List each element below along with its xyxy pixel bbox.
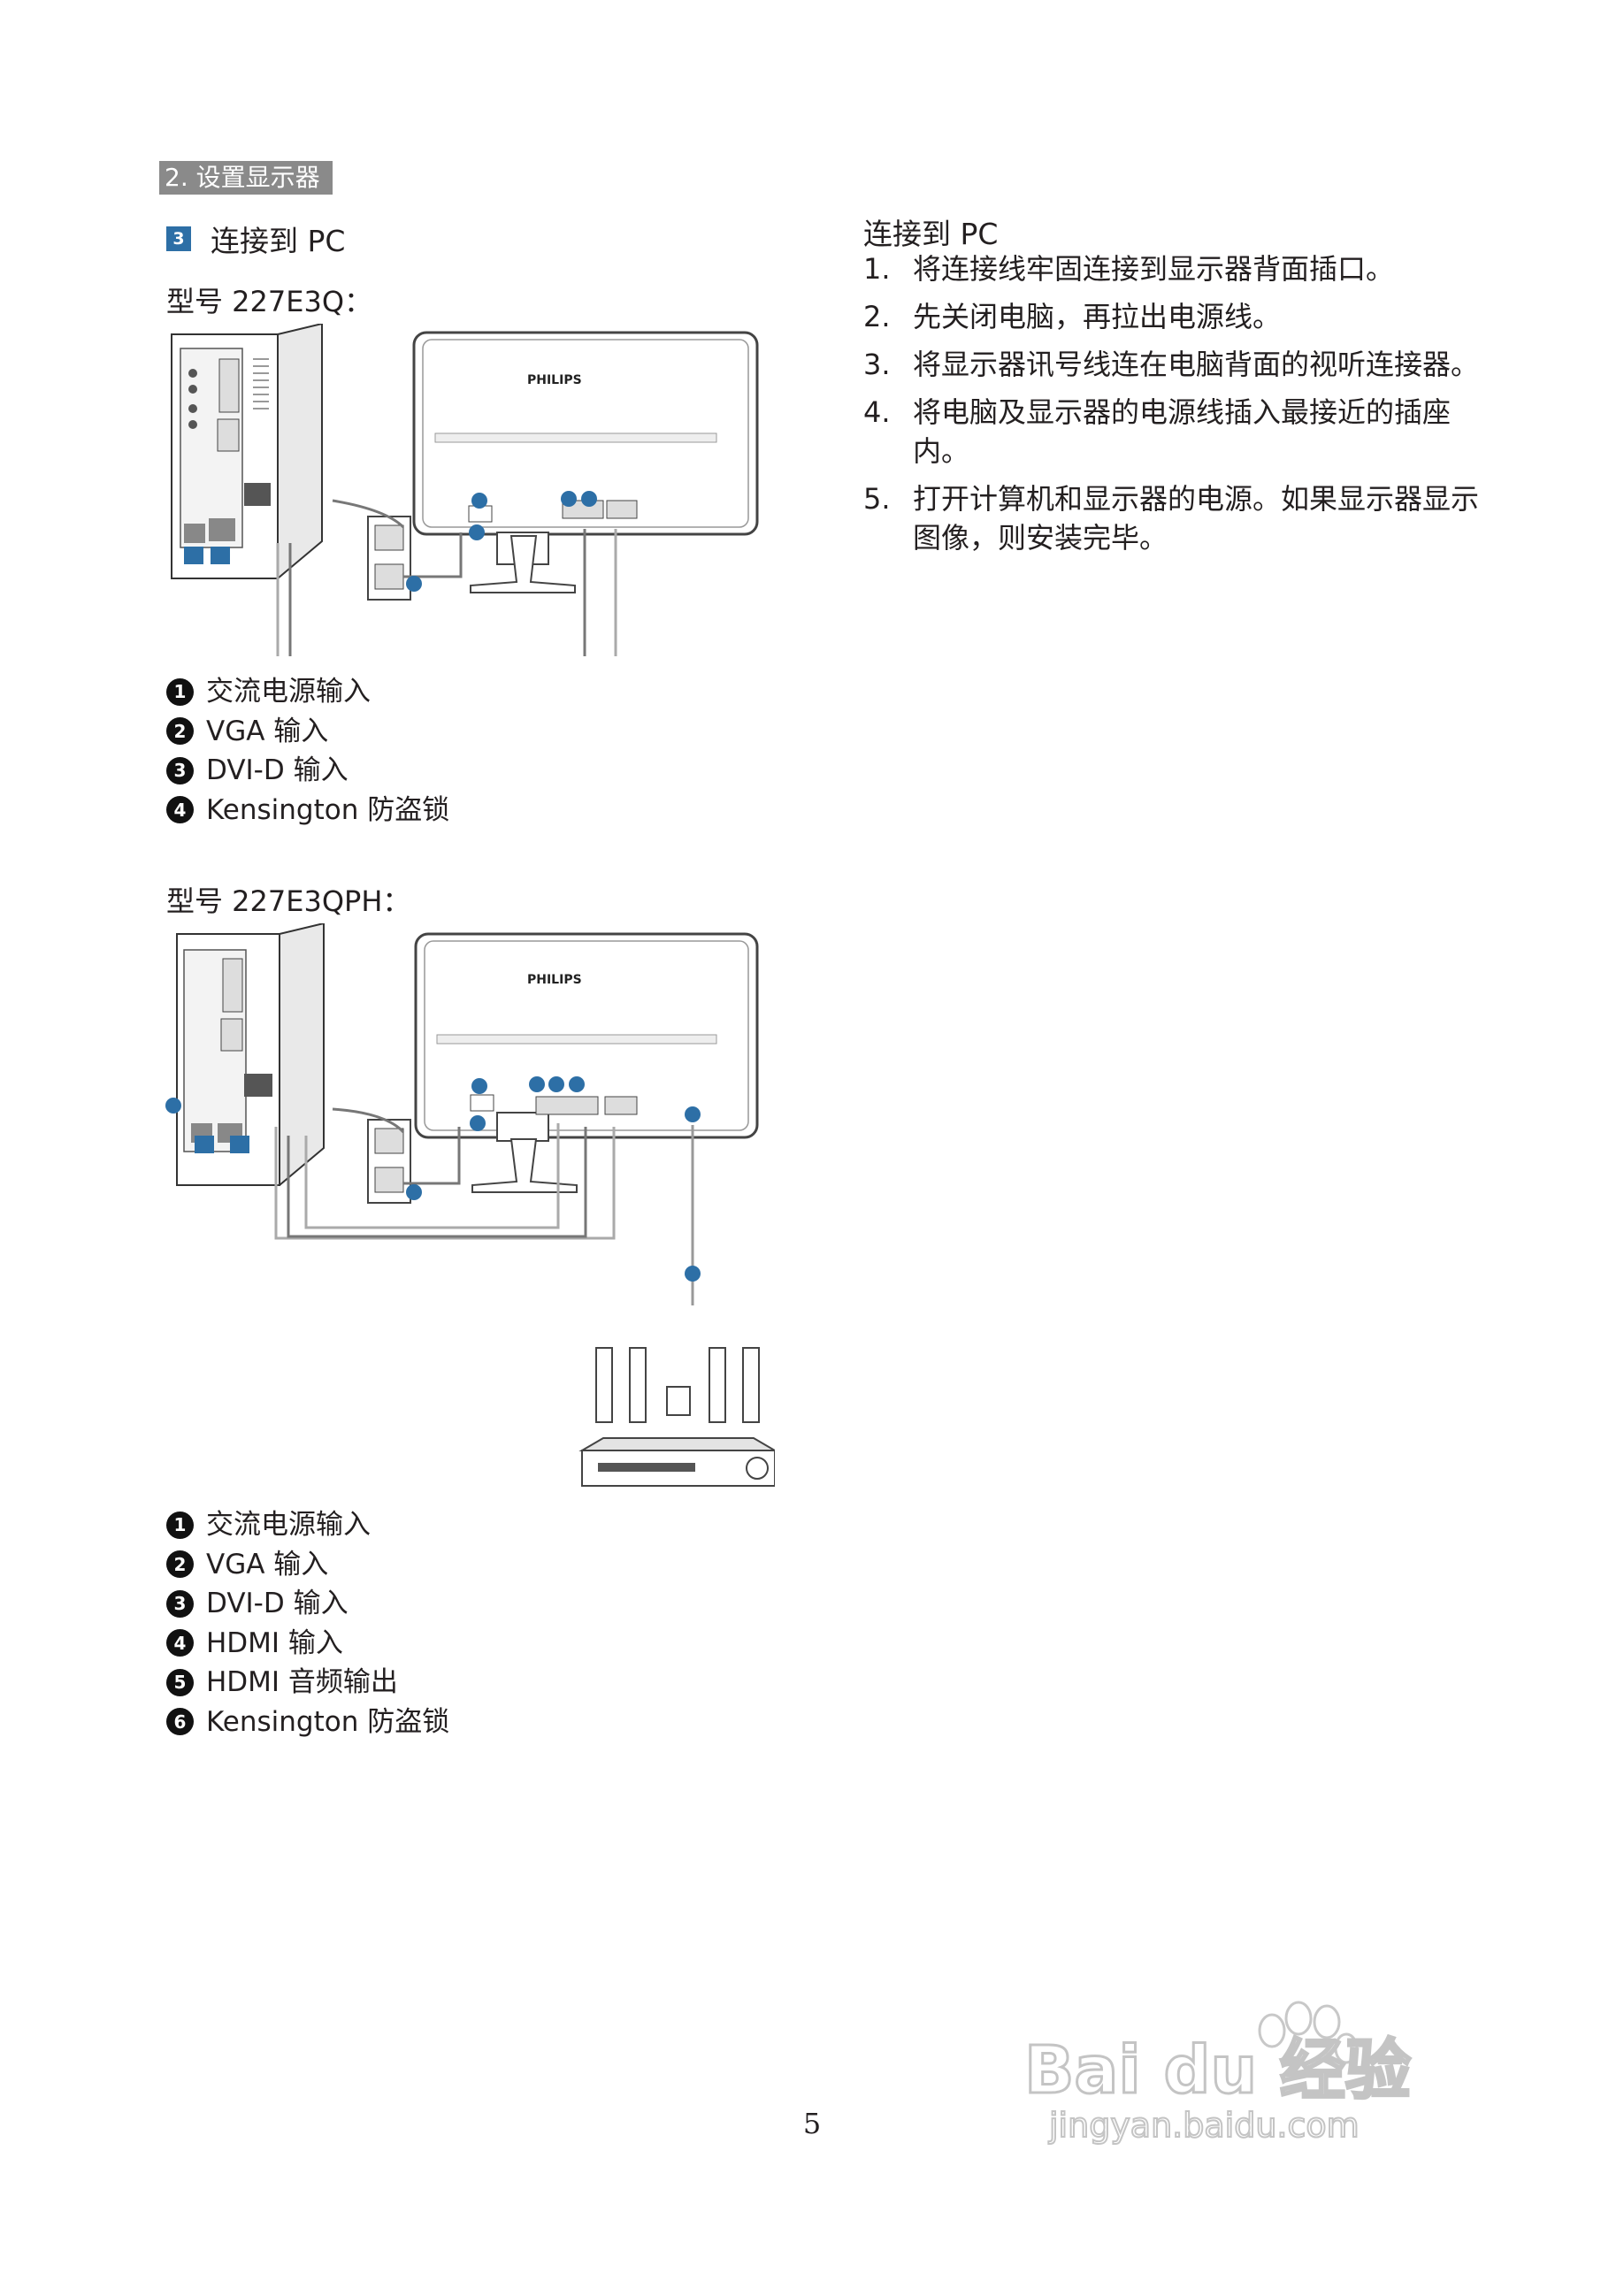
step-number: 2. — [863, 300, 891, 333]
step-text: 将电脑及显示器的电源线插入最接近的插座内。 — [913, 395, 1452, 468]
connect-steps-title: 连接到 PC — [863, 217, 999, 251]
monitor-back-icon: PHILIPS — [414, 932, 759, 1193]
model-b-label: 型号 227E3QPH： — [166, 884, 411, 918]
model-a-legend: 1 交流电源输入 2 VGA 输入 3 DVI-D 输入 4 Kensington 防盗… — [166, 672, 449, 830]
number-badge-icon: 1 — [166, 677, 194, 706]
baidu-paw-icon — [1258, 2001, 1359, 2064]
monitor-back-icon: PHILIPS — [412, 331, 759, 593]
legend-item: 4 Kensington 防盗锁 — [166, 791, 449, 830]
wall-outlet-icon — [367, 516, 411, 601]
number-badge-icon: 6 — [166, 1708, 194, 1736]
pc-tower-icon — [176, 923, 325, 1186]
legend-text: VGA 输入 — [206, 1548, 329, 1580]
pc-tower-icon — [171, 324, 323, 579]
page-number: 5 — [802, 2107, 822, 2140]
legend-text: DVI-D 输入 — [206, 1588, 349, 1619]
model-b-connection-diagram: PHILIPS — [165, 923, 775, 1487]
number-badge-icon: 3 — [166, 1589, 194, 1618]
step-item: 3. 将显示器讯号线连在电脑背面的视听连接器。 — [863, 345, 1482, 384]
baidu-watermark: Bai du 经验 jingyan.baidu.com — [1023, 2001, 1412, 2146]
number-badge-icon: 5 — [166, 1668, 194, 1696]
av-receiver-icon — [578, 1437, 775, 1487]
legend-item: 3 DVI-D 输入 — [166, 751, 449, 791]
number-badge-icon: 1 — [166, 1511, 194, 1539]
model-a-connection-diagram: PHILIPS — [171, 324, 759, 656]
legend-item: 6 Kensington 防盗锁 — [166, 1703, 449, 1742]
legend-item: 2 VGA 输入 — [166, 712, 449, 752]
legend-text: VGA 输入 — [206, 715, 329, 747]
section-number-badge: 3 — [166, 226, 191, 251]
legend-text: Kensington 防盗锁 — [206, 1705, 450, 1738]
connect-steps-list: 1. 将连接线牢固连接到显示器背面插口。 2. 先关闭电脑，再拉出电源线。 3. 将显… — [863, 249, 1482, 566]
diagram-callouts — [184, 491, 597, 592]
step-item: 2. 先关闭电脑，再拉出电源线。 — [863, 297, 1482, 336]
legend-item: 3 DVI-D 输入 — [166, 1584, 449, 1624]
step-number: 5. — [863, 482, 891, 516]
number-badge-icon: 3 — [166, 756, 194, 784]
speakers-icon — [595, 1347, 760, 1423]
legend-text: DVI-D 输入 — [206, 754, 349, 786]
step-item: 4. 将电脑及显示器的电源线插入最接近的插座内。 — [863, 393, 1482, 471]
legend-text: 交流电源输入 — [206, 676, 371, 708]
step-item: 1. 将连接线牢固连接到显示器背面插口。 — [863, 249, 1482, 288]
diagram-callouts — [165, 1076, 701, 1282]
number-badge-icon: 4 — [166, 1629, 194, 1657]
model-a-label: 型号 227E3Q： — [166, 285, 373, 318]
number-badge-icon: 4 — [166, 796, 194, 824]
step-item: 5. 打开计算机和显示器的电源。如果显示器显示图像，则安装完毕。 — [863, 479, 1482, 557]
legend-text: 交流电源输入 — [206, 1509, 371, 1541]
monitor-brand-label: PHILIPS — [527, 973, 582, 987]
section-header-tab: 2. 设置显示器 — [159, 161, 333, 195]
watermark-brand: Bai du 经验 — [1024, 2032, 1411, 2108]
legend-text: Kensington 防盗锁 — [206, 793, 450, 826]
step-number: 4. — [863, 395, 891, 429]
legend-item: 1 交流电源输入 — [166, 672, 449, 712]
section-title-text: 连接到 PC — [211, 224, 346, 258]
step-text: 将显示器讯号线连在电脑背面的视听连接器。 — [913, 348, 1480, 381]
legend-item: 1 交流电源输入 — [166, 1505, 449, 1545]
legend-text: HDMI 音频输出 — [206, 1666, 398, 1698]
number-badge-icon: 2 — [166, 717, 194, 746]
number-badge-icon: 2 — [166, 1550, 194, 1579]
legend-item: 4 HDMI 输入 — [166, 1624, 449, 1664]
step-text: 将连接线牢固连接到显示器背面插口。 — [913, 252, 1395, 286]
wall-outlet-icon — [367, 1119, 411, 1204]
step-number: 3. — [863, 348, 891, 381]
cables — [276, 499, 617, 656]
step-number: 1. — [863, 252, 891, 286]
monitor-brand-label: PHILIPS — [527, 373, 582, 387]
legend-item: 2 VGA 输入 — [166, 1545, 449, 1585]
legend-text: HDMI 输入 — [206, 1626, 343, 1659]
step-text: 先关闭电脑，再拉出电源线。 — [913, 300, 1282, 333]
model-b-legend: 1 交流电源输入 2 VGA 输入 3 DVI-D 输入 4 HDMI 输入 5 HDMI… — [166, 1505, 449, 1741]
section-title: 3 连接到 PC — [166, 218, 345, 260]
watermark-url: jingyan.baidu.com — [1048, 2106, 1360, 2145]
step-text: 打开计算机和显示器的电源。如果显示器显示图像，则安装完毕。 — [913, 482, 1480, 555]
legend-item: 5 HDMI 音频输出 — [166, 1663, 449, 1703]
